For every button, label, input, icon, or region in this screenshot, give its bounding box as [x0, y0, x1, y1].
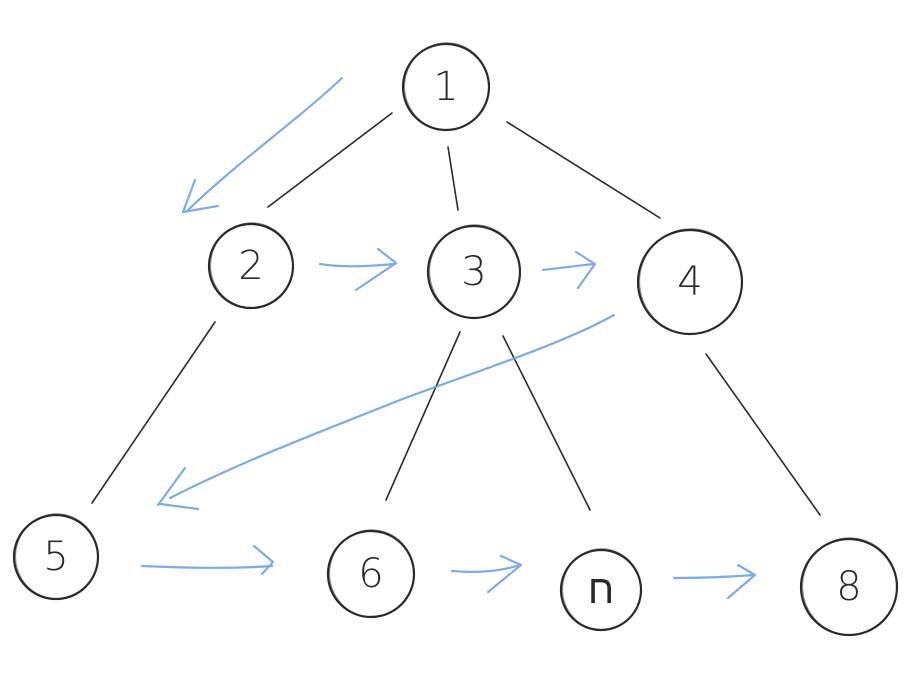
tree-node-6: 6	[326, 529, 416, 619]
tree-node-4: 4	[636, 228, 744, 336]
node-circle-sketch	[802, 537, 898, 636]
node-label: 6	[358, 551, 383, 597]
traversal-arrow-6-to-7	[450, 554, 523, 594]
node-label: 5	[43, 534, 68, 580]
tree-node-1: 1	[401, 42, 491, 132]
edge-3-6	[385, 331, 461, 501]
node-circle-sketch	[329, 529, 415, 618]
tree-node-5: 5	[12, 513, 100, 601]
node-circle-sketch	[429, 224, 521, 319]
node-circle-sketch	[210, 222, 294, 309]
edge-4-8	[705, 353, 821, 516]
node-label: 8	[836, 564, 861, 610]
traversal-arrow-3-to-4	[541, 250, 597, 290]
traversal-arrow-4-to-5	[156, 313, 616, 511]
tree-node-8: 8	[799, 537, 899, 637]
traversal-arrows-layer	[140, 76, 757, 600]
edge-1-2	[267, 112, 393, 208]
node-circle-sketch	[562, 548, 642, 631]
traversal-arrow-5-to-6	[140, 544, 275, 576]
traversal-arrow-2-to-3	[318, 247, 398, 292]
tree-node-7: ח	[559, 548, 643, 632]
node-label: 1	[433, 64, 458, 110]
edge-1-4	[506, 121, 661, 219]
traversal-arrow-start-to-2	[181, 76, 344, 214]
edge-1-3	[447, 146, 459, 211]
node-circle-sketch	[15, 513, 99, 600]
edge-3-7	[502, 335, 591, 511]
tree-node-3: 3	[426, 224, 522, 320]
node-label: 2	[238, 243, 263, 289]
node-label: 3	[461, 249, 486, 295]
node-circle-sketch	[639, 228, 743, 335]
tree-node-2: 2	[207, 222, 295, 310]
node-circle-sketch	[404, 42, 490, 131]
traversal-arrow-7-to-8	[672, 563, 757, 600]
node-label: 4	[677, 259, 702, 305]
node-label: ח	[588, 567, 614, 613]
nodes-layer: 1 2 3 4 5 6 ח 8	[12, 42, 899, 637]
edge-2-5	[91, 321, 216, 504]
edges-layer	[91, 112, 821, 516]
